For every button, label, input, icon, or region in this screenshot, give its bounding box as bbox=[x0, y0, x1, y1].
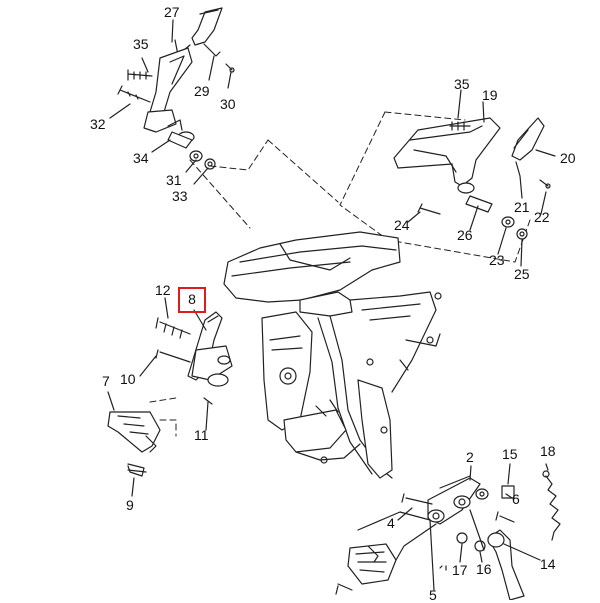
highlighted-part-8[interactable]: 8 bbox=[178, 287, 206, 313]
part-number-15: 15 bbox=[502, 446, 518, 462]
part-number-22: 22 bbox=[534, 209, 550, 225]
part-number-5: 5 bbox=[429, 587, 437, 603]
right-footrest-assembly bbox=[393, 89, 556, 267]
part-number-4: 4 bbox=[387, 515, 395, 531]
part-number-10: 10 bbox=[120, 371, 136, 387]
part-number-20: 20 bbox=[560, 150, 576, 166]
part-number-2: 2 bbox=[466, 449, 474, 465]
part-number-34: 34 bbox=[133, 150, 149, 166]
part-number-32: 32 bbox=[90, 116, 106, 132]
part-number-16: 16 bbox=[476, 561, 492, 577]
part-number-23: 23 bbox=[489, 252, 505, 268]
part-number-33: 33 bbox=[172, 188, 188, 204]
part-number-35: 35 bbox=[133, 36, 149, 52]
part-number-14: 14 bbox=[540, 556, 556, 572]
part-number-17: 17 bbox=[452, 562, 468, 578]
part-number-9: 9 bbox=[126, 497, 134, 513]
part-number-18: 18 bbox=[540, 443, 556, 459]
part-number-6: 6 bbox=[512, 491, 520, 507]
part-number-29: 29 bbox=[194, 83, 210, 99]
part-number-24: 24 bbox=[394, 217, 410, 233]
part-number-30: 30 bbox=[220, 96, 236, 112]
part-number-35: 35 bbox=[454, 76, 470, 92]
part-number-7: 7 bbox=[102, 373, 110, 389]
brake-pedal-assembly bbox=[107, 297, 233, 497]
part-number-27: 27 bbox=[164, 4, 180, 20]
part-number-25: 25 bbox=[514, 266, 530, 282]
part-number-8: 8 bbox=[188, 291, 196, 307]
part-number-19: 19 bbox=[482, 87, 498, 103]
part-number-12: 12 bbox=[155, 282, 171, 298]
part-number-21: 21 bbox=[514, 199, 530, 215]
shift-pedal-assembly bbox=[335, 463, 561, 600]
part-number-11: 11 bbox=[194, 427, 209, 443]
frame-body bbox=[223, 231, 442, 479]
part-number-31: 31 bbox=[166, 172, 182, 188]
part-number-26: 26 bbox=[457, 227, 473, 243]
left-footrest-assembly bbox=[109, 7, 235, 185]
